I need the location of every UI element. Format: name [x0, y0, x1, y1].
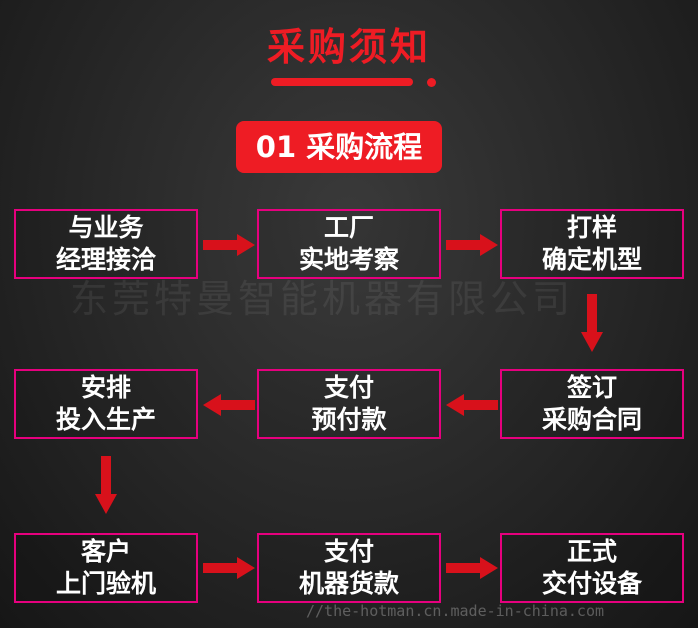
step-label: 经理接洽 — [55, 245, 156, 274]
step-7-box: 客户 上门验机 — [14, 533, 198, 603]
step-label: 支付 — [323, 537, 374, 566]
step-8-box: 支付 机器货款 — [257, 533, 441, 603]
step-label: 实地考察 — [298, 245, 399, 274]
arrow-right-icon — [203, 557, 255, 579]
section-label: 01 采购流程 — [236, 121, 442, 173]
step-label: 签订 — [566, 373, 617, 402]
title-dot — [427, 78, 436, 87]
page-title: 采购须知 — [266, 25, 431, 69]
step-label: 投入生产 — [55, 405, 156, 434]
step-label: 支付 — [323, 373, 374, 402]
step-9-box: 正式 交付设备 — [500, 533, 684, 603]
arrow-right-icon — [446, 557, 498, 579]
step-label: 确定机型 — [541, 245, 642, 274]
step-label: 预付款 — [311, 405, 387, 434]
arrow-down-icon — [581, 294, 603, 352]
step-label: 上门验机 — [55, 569, 156, 598]
step-label: 采购合同 — [541, 405, 642, 434]
step-label: 交付设备 — [541, 569, 642, 598]
arrow-left-icon — [446, 394, 498, 416]
step-label: 工厂 — [323, 213, 374, 242]
step-6-box: 安排 投入生产 — [14, 369, 198, 439]
arrow-right-icon — [203, 234, 255, 256]
arrow-left-icon — [203, 394, 255, 416]
step-3-box: 打样 确定机型 — [500, 209, 684, 279]
step-label: 机器货款 — [298, 569, 399, 598]
step-2-box: 工厂 实地考察 — [257, 209, 441, 279]
step-1-box: 与业务 经理接洽 — [14, 209, 198, 279]
step-5-box: 支付 预付款 — [257, 369, 441, 439]
step-label: 打样 — [566, 213, 617, 242]
step-label: 安排 — [80, 373, 131, 402]
arrow-right-icon — [446, 234, 498, 256]
url-watermark: //the-hotman.cn.made-in-china.com — [306, 602, 605, 620]
company-watermark: 东莞特曼智能机器有限公司 — [70, 277, 575, 321]
step-label: 客户 — [80, 537, 131, 566]
step-label: 与业务 — [68, 213, 144, 242]
arrow-down-icon — [95, 456, 117, 514]
title-underline — [271, 78, 413, 86]
step-4-box: 签订 采购合同 — [500, 369, 684, 439]
step-label: 正式 — [566, 537, 617, 566]
